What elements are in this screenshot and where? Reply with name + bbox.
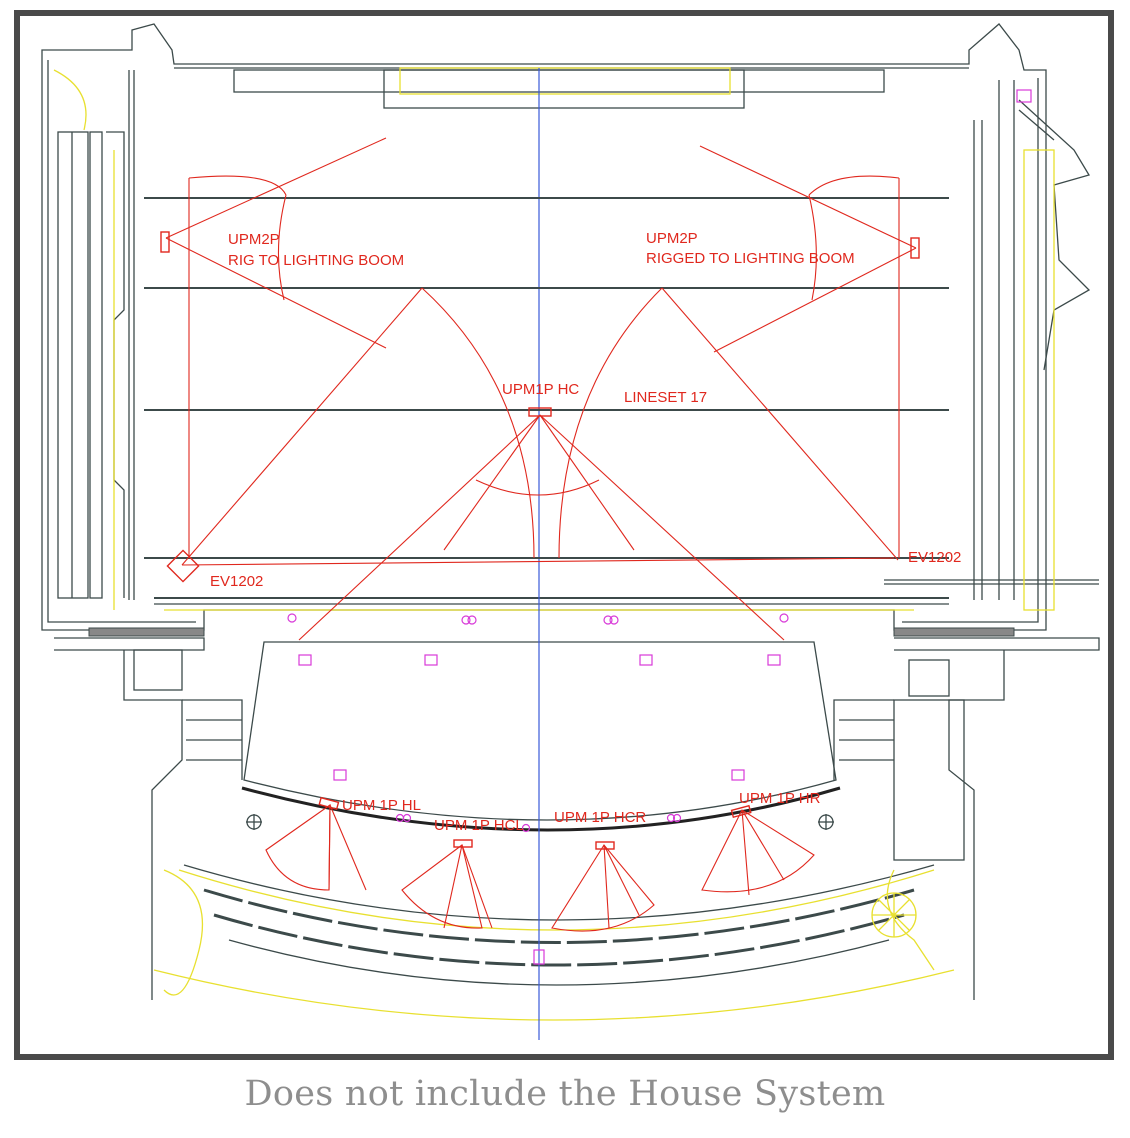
- battens: [144, 197, 949, 559]
- label-hr: UPM 1P HR: [739, 790, 821, 807]
- speaker-upm2p-right: [910, 237, 920, 259]
- label-hcl: UPM 1P HCL: [434, 817, 524, 834]
- label-upm1p-hc: UPM1P HC: [502, 381, 579, 398]
- stage-plan-drawing: UPM2P RIG TO LIGHTING BOOM UPM2P RIGGED …: [14, 10, 1114, 1060]
- architecture-linework: [41, 23, 1100, 1000]
- label-rig-left: RIG TO LIGHTING BOOM: [228, 252, 404, 269]
- label-rig-right: RIGGED TO LIGHTING BOOM: [646, 250, 855, 267]
- speaker-hl: [318, 796, 340, 811]
- speaker-boxes: [160, 231, 920, 850]
- speaker-hcl: [453, 839, 473, 848]
- speaker-hr: [730, 804, 752, 819]
- stage-edge-hatch: [88, 627, 1015, 637]
- speaker-labels: UPM2P RIG TO LIGHTING BOOM UPM2P RIGGED …: [210, 230, 961, 834]
- label-upm2p-right: UPM2P: [646, 230, 698, 247]
- label-upm2p-left: UPM2P: [228, 231, 280, 248]
- speaker-upm1p-hc: [528, 407, 552, 417]
- label-hl: UPM 1P HL: [342, 797, 421, 814]
- label-ev-left: EV1202: [210, 573, 263, 590]
- speaker-hcr: [595, 841, 615, 850]
- speaker-coverage: [165, 137, 917, 932]
- drawing-border: [14, 10, 1114, 1060]
- speaker-upm2p-left: [160, 231, 170, 253]
- label-ev-right: EV1202: [908, 549, 961, 566]
- magenta-devices: [287, 89, 1032, 965]
- speaker-ev-left: [166, 549, 200, 583]
- label-hcr: UPM 1P HCR: [554, 809, 646, 826]
- label-lineset-17: LINESET 17: [624, 389, 707, 406]
- caption: Does not include the House System: [244, 1074, 886, 1114]
